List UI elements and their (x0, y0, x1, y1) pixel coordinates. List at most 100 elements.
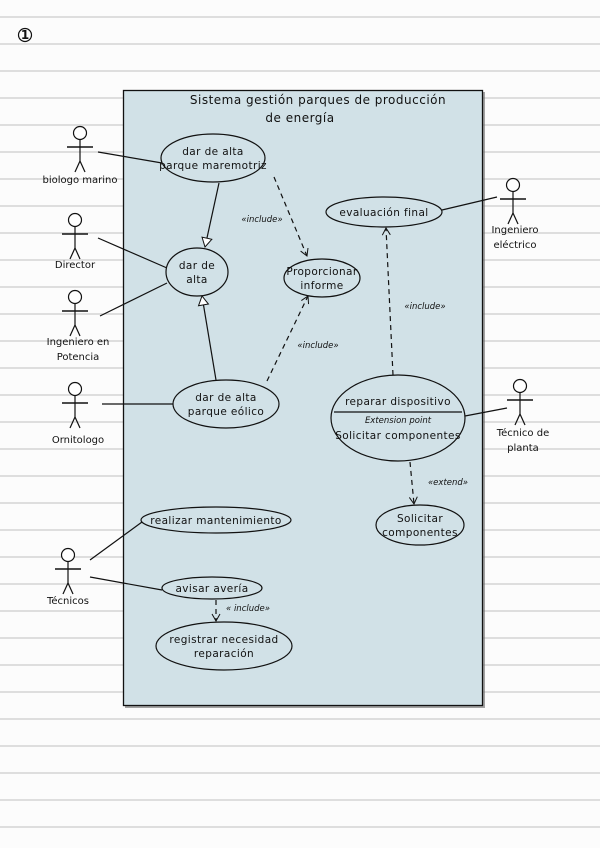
use-case-ellipse (155, 621, 293, 671)
use-case-mantenimiento: realizar mantenimiento (140, 506, 292, 534)
relation-association (97, 151, 163, 164)
include-line (266, 295, 310, 382)
use-case-label: reparar dispositivo (345, 396, 451, 408)
stick-figure-icon (500, 177, 526, 225)
extension-point-label: Solicitar componentes (335, 430, 461, 442)
system-title-line2: de energía (265, 111, 334, 125)
use-case-label: avisar avería (175, 583, 248, 595)
association-line (464, 407, 508, 417)
use-case-ellipse (330, 374, 466, 462)
relation-association (89, 521, 143, 561)
generalization-line (201, 182, 220, 249)
relation-generalization (201, 182, 220, 249)
stereotype-label: «include» (241, 215, 282, 225)
relation-include: «include» (241, 176, 309, 257)
association-line (89, 576, 163, 591)
actor-label: Técnicos (46, 595, 89, 607)
stereotype-label: «extend» (428, 478, 468, 488)
use-case-ellipse (283, 258, 361, 298)
actor-label: biologo marino (43, 175, 118, 186)
actor-director: Director (55, 212, 96, 271)
actor-label: Potencia (57, 352, 100, 363)
relation-extend: «extend» (408, 461, 468, 506)
relation-association (97, 237, 168, 269)
stick-figure-icon (62, 289, 88, 337)
actor-label: Ornitologo (52, 435, 104, 446)
stick-figure-icon (67, 125, 93, 173)
stereotype-label: «include» (404, 302, 445, 312)
actor-label: Técnico de (496, 427, 549, 439)
use-case-ellipse (375, 504, 465, 546)
actor-biologo: biologo marino (43, 125, 118, 186)
actor-ing-potencia: Ingeniero en Potencia (47, 289, 110, 363)
use-case-ellipse (161, 576, 263, 600)
use-case-label: realizar mantenimiento (150, 515, 281, 527)
actor-tecnico-planta: Técnico de planta (496, 378, 549, 454)
use-case-ellipse (140, 506, 292, 534)
page-number: 1 (17, 27, 33, 43)
actor-label: Ingeniero en (47, 337, 110, 348)
relation-include: « include» (211, 600, 270, 623)
relation-include: «include» (381, 226, 446, 376)
extend-line (408, 461, 418, 506)
include-line (381, 226, 394, 376)
actor-ornitologo: Ornitologo (52, 381, 104, 446)
extension-point-header: Extension point (365, 416, 432, 426)
use-case-label: registrar necesidad (169, 634, 278, 646)
use-case-label: reparación (194, 648, 254, 660)
use-case-ellipse (160, 133, 266, 183)
relation-association (441, 196, 498, 211)
use-case-label: dar de alta (182, 146, 244, 158)
stick-figure-icon (55, 547, 81, 595)
use-case-label: Proporcionar (286, 266, 357, 278)
use-case-label: evaluación final (339, 207, 428, 219)
use-case-avisar: avisar avería (161, 576, 263, 600)
page-number-circle (17, 27, 33, 43)
use-case-label: alta (186, 274, 208, 286)
stereotype-label: «include» (297, 341, 338, 351)
use-case-label: parque maremotriz (159, 160, 267, 172)
association-line (441, 196, 498, 211)
use-case-alta-eol: dar de alta parque eólico (172, 379, 280, 429)
use-case-informe: Proporcionar informe (283, 258, 361, 298)
actor-label: eléctrico (493, 239, 536, 251)
use-case-label: dar de (179, 260, 215, 272)
use-case-solicitar: Solicitar componentes (375, 504, 465, 546)
actor-label: planta (507, 443, 539, 454)
use-case-label: componentes (382, 527, 458, 539)
association-line (89, 521, 143, 561)
system-title-line1: Sistema gestión parques de producción (190, 93, 446, 107)
relation-include: «include» (266, 295, 339, 382)
use-case-label: informe (300, 280, 343, 292)
relation-association (99, 282, 168, 317)
actor-label: Director (55, 260, 96, 271)
use-case-ellipse (172, 379, 280, 429)
use-case-evaluacion: evaluación final (325, 196, 443, 228)
relation-association (89, 576, 163, 591)
relation-generalization (197, 294, 217, 381)
actor-ing-electrico: Ingeniero eléctrico (491, 177, 539, 251)
use-case-label: parque eólico (188, 406, 264, 418)
actor-label: Ingeniero (491, 225, 538, 236)
use-case-label: Solicitar (397, 513, 443, 525)
use-case-alta-mar: dar de alta parque maremotriz (159, 133, 267, 183)
stereotype-label: « include» (226, 604, 270, 614)
stick-figure-icon (62, 381, 88, 429)
association-line (99, 282, 168, 317)
use-case-label: dar de alta (195, 392, 257, 404)
use-case-ellipse (165, 247, 229, 297)
use-case-ellipse (325, 196, 443, 228)
stick-figure-icon (62, 212, 88, 260)
relation-association (464, 407, 508, 417)
generalization-line (197, 294, 217, 381)
use-case-alta: dar de alta (165, 247, 229, 297)
actor-tecnicos: Técnicos (46, 547, 89, 607)
stick-figure-icon (507, 378, 533, 426)
relations-layer: «include» «include» «include» «extend» « inc… (89, 151, 508, 623)
association-line (97, 237, 168, 269)
association-line (97, 151, 163, 164)
